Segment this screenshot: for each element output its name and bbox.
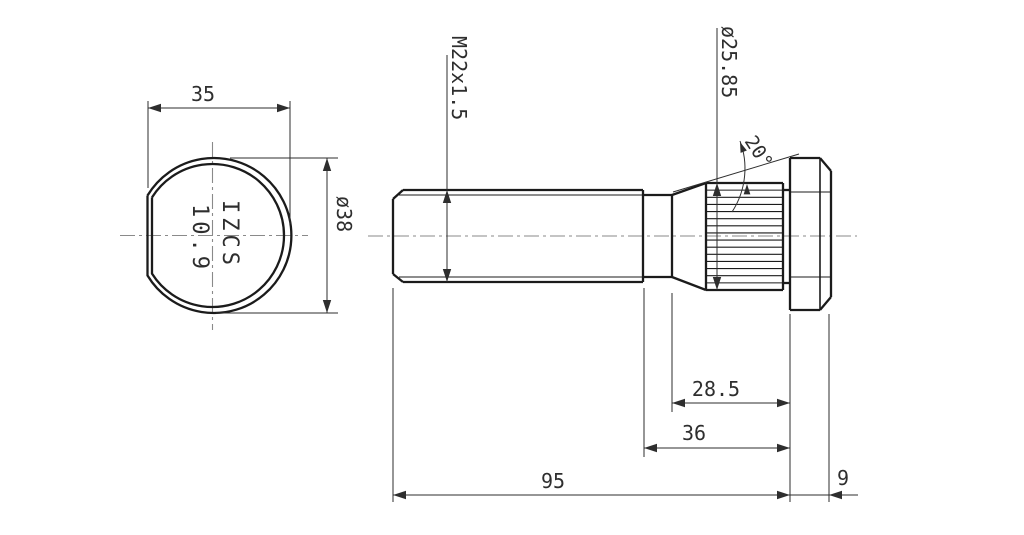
arrowhead: [672, 399, 685, 407]
arrowhead: [644, 444, 657, 452]
chamfer-edge: [393, 274, 403, 282]
cone-edge: [672, 277, 706, 290]
dim-text-grip-length: 36: [682, 421, 706, 445]
dim-text-shank-length: 95: [541, 469, 565, 493]
dim-shank-length: 95: [393, 469, 790, 499]
angle-reference-line: [673, 154, 799, 192]
head-chamfer-edge: [820, 158, 831, 171]
dim-grip-length: 36: [644, 421, 790, 452]
dim-text-serration-length: 28.5: [692, 377, 740, 401]
dim-serration-length: 28.5: [672, 377, 790, 407]
arrowhead: [277, 104, 290, 112]
arrowhead: [777, 491, 790, 499]
dim-text-head-thickness: 9: [837, 466, 849, 490]
dim-serration-angle: 20°: [673, 132, 799, 212]
dim-text-thread: M22x1.5: [447, 36, 471, 120]
arrowhead: [777, 444, 790, 452]
arrowhead: [713, 277, 721, 290]
stud-head: [790, 158, 831, 310]
dim-thread-m22: M22x1.5: [443, 36, 471, 282]
arrowhead: [713, 183, 721, 196]
dim-serration-diameter: ø25.85: [713, 26, 741, 290]
dim-head-thickness: 9: [790, 466, 858, 499]
arrowhead: [393, 491, 406, 499]
head-marking-brand: IZCS: [217, 200, 242, 269]
front-view: IZCS 10.9 35 ø38: [120, 82, 356, 330]
dim-text-width: 35: [191, 82, 215, 106]
arrowhead: [777, 399, 790, 407]
arrowhead: [148, 104, 161, 112]
head-chamfer-edge: [820, 297, 831, 310]
dim-text-head-diameter: ø38: [332, 196, 356, 232]
dim-text-serration-diameter: ø25.85: [717, 26, 741, 98]
arrowhead: [443, 190, 451, 203]
arrowhead: [323, 300, 331, 313]
arrowhead: [323, 158, 331, 171]
arrowhead: [744, 184, 751, 194]
side-view: M22x1.5 ø25.85 20° 28.5: [368, 26, 858, 502]
head-marking-grade: 10.9: [187, 204, 212, 273]
arrowhead: [443, 269, 451, 282]
arrowhead: [829, 491, 842, 499]
cone-edge: [672, 183, 706, 195]
